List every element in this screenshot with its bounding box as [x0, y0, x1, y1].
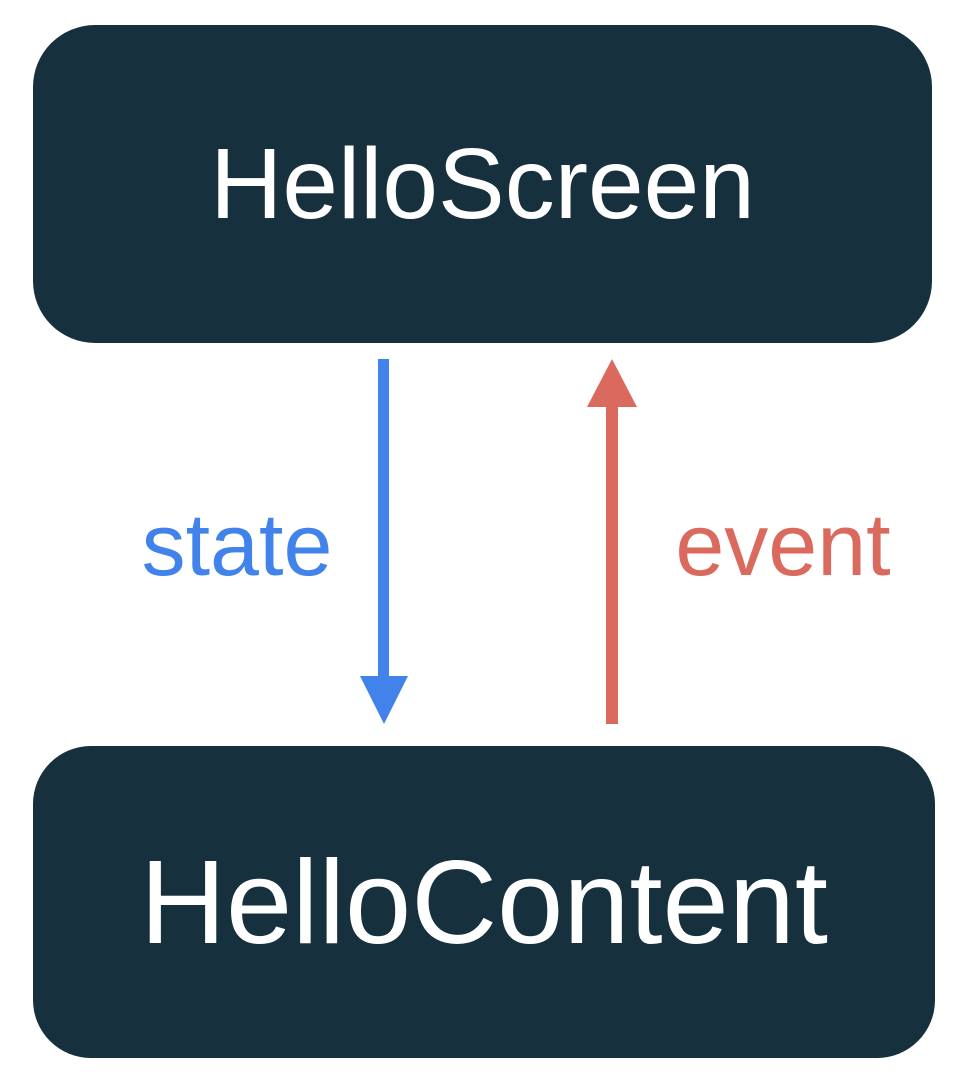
node-hello-content: HelloContent — [33, 746, 935, 1058]
event-arrow-shaft — [606, 405, 618, 724]
arrow-up-icon — [587, 359, 637, 407]
node-hello-screen-label: HelloScreen — [210, 128, 755, 240]
node-hello-content-label: HelloContent — [140, 835, 828, 969]
state-arrow-shaft — [378, 359, 389, 677]
node-hello-screen: HelloScreen — [33, 25, 932, 343]
arrow-down-icon — [360, 676, 408, 724]
event-arrow-label: event — [675, 495, 891, 594]
state-arrow-label: state — [141, 495, 333, 594]
